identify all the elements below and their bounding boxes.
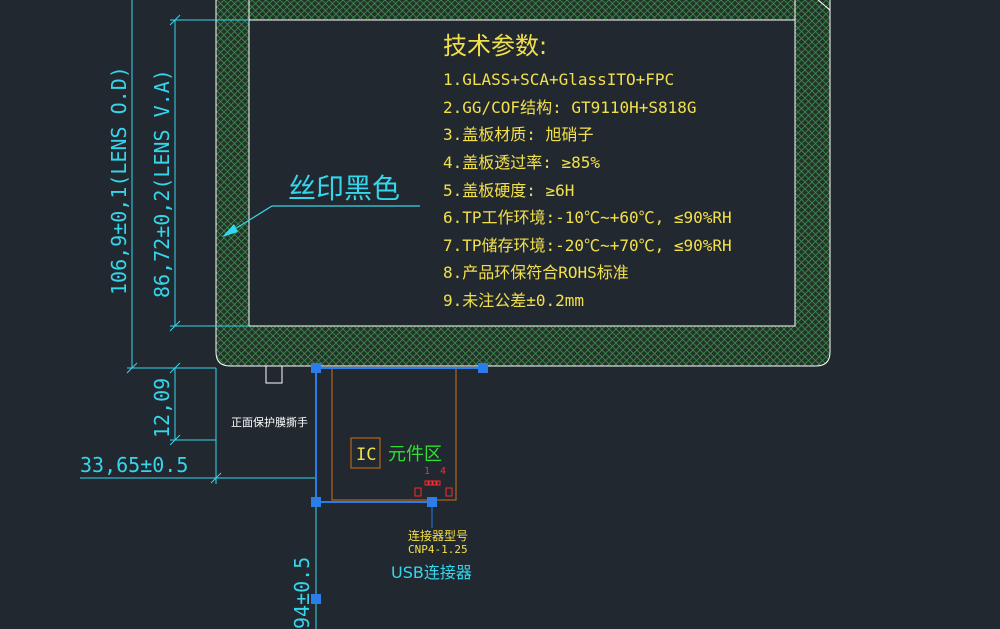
tick-va-top	[169, 14, 181, 26]
connector-model: CNP4-1.25	[408, 543, 468, 556]
pin-4-label: 4	[440, 466, 446, 477]
selection-highlight[interactable]	[315, 367, 483, 503]
horizontal-dimension: 33,65±0.5	[80, 368, 316, 484]
tick-tail-bottom	[169, 434, 181, 446]
specs-list: 1.GLASS+SCA+GlassITO+FPC 2.GG/COF结构: GT9…	[443, 70, 732, 310]
component-area-label: 元件区	[388, 444, 442, 465]
spec-item: 4.盖板透过率: ≥85%	[443, 153, 600, 172]
lens-glass-panel[interactable]	[215, 0, 831, 367]
silkscreen-leader-line	[229, 205, 420, 233]
protective-film-tab[interactable]: 正面保护膜撕手	[231, 366, 308, 429]
tick-va-bottom	[169, 320, 181, 332]
specs-title: 技术参数:	[443, 32, 547, 60]
spec-item: 6.TP工作环境:-10℃~+60℃, ≤90%RH	[443, 208, 732, 227]
dim-lens-va-text: 86,72±0,2(LENS V.A)	[150, 69, 174, 298]
silkscreen-label: 丝印黑色	[288, 172, 400, 205]
silkscreen-leader-arrow	[222, 224, 238, 237]
grip-handle[interactable]	[311, 594, 321, 604]
vertical-dimensions	[126, 0, 249, 446]
spec-item: 9.未注公差±0.2mm	[443, 291, 584, 310]
connector-mount-left	[414, 487, 422, 497]
spec-item: 8.产品环保符合ROHS标准	[443, 263, 629, 282]
film-tab-label: 正面保护膜撕手	[231, 415, 308, 429]
grip-handle[interactable]	[427, 497, 437, 507]
spec-item: 1.GLASS+SCA+GlassITO+FPC	[443, 70, 674, 89]
spec-item: 3.盖板材质: 旭硝子	[443, 125, 594, 144]
grip-handle[interactable]	[311, 497, 321, 507]
tick-left	[210, 472, 222, 484]
spec-item: 5.盖板硬度: ≥6H	[443, 181, 574, 200]
dim-tail-height-text: 12,09	[150, 378, 174, 438]
dim-lens-od-text: 106,9±0,1(LENS O.D)	[107, 66, 131, 295]
fpc-tail[interactable]: IC 元件区 1 4	[331, 367, 457, 501]
dim-tail-offset-text: 33,65±0.5	[80, 453, 188, 477]
bottom-dimension: 94±0.5	[290, 502, 317, 629]
technical-specs: 技术参数: 1.GLASS+SCA+GlassITO+FPC 2.GG/COF结…	[443, 32, 732, 310]
grip-handle[interactable]	[311, 363, 321, 373]
connector-pin	[428, 480, 433, 486]
tick-tail-top	[169, 362, 181, 374]
connector-pin	[436, 480, 441, 486]
connector-pins	[414, 480, 453, 497]
dim-bottom-text: 94±0.5	[290, 557, 314, 629]
corner-mark	[817, 0, 831, 11]
ic-label: IC	[356, 445, 376, 465]
spec-item: 7.TP储存环境:-20℃~+70℃, ≤90%RH	[443, 236, 732, 255]
fpc-outline	[331, 367, 457, 501]
grip-handle[interactable]	[478, 363, 488, 373]
pin-1-label: 1	[424, 466, 430, 477]
ic-box[interactable]	[350, 437, 381, 469]
film-tab-outline	[265, 366, 283, 384]
connector-pin	[424, 480, 429, 486]
connector-model-label: 连接器型号	[408, 528, 468, 543]
spec-item: 2.GG/COF结构: GT9110H+S818G	[443, 98, 697, 117]
connector-annotation: 连接器型号 CNP4-1.25 USB连接器	[391, 505, 472, 582]
tick-od-bottom	[126, 362, 138, 374]
connector-pin	[432, 480, 437, 486]
silkscreen-callout: 丝印黑色	[222, 172, 420, 237]
usb-connector-label: USB连接器	[391, 563, 472, 582]
grip-handles[interactable]	[311, 363, 488, 604]
connector-mount-right	[445, 487, 453, 497]
